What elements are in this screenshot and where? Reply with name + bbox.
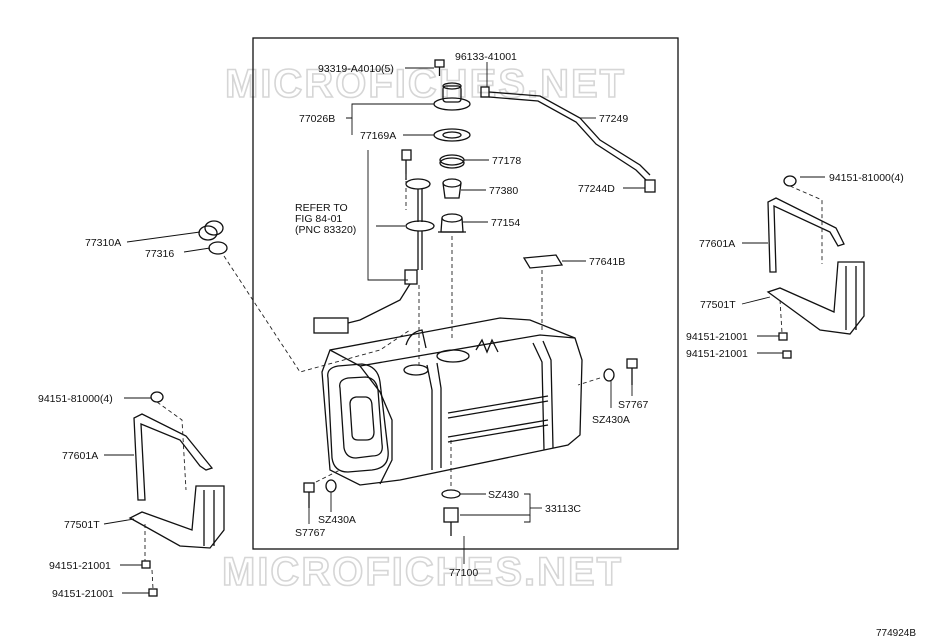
watermark-bottom: MICROFICHES.NET <box>222 550 623 594</box>
label-77601A-left: 77601A <box>62 450 98 462</box>
gasket-77169A-icon <box>433 128 471 142</box>
label-SZ430: SZ430 <box>488 489 519 501</box>
nut-94151-21001-l2-icon <box>148 588 158 597</box>
bushing-77310A-icon <box>198 220 224 241</box>
bolt-93319-icon <box>434 59 445 76</box>
fuel-tank-77100-icon <box>321 317 583 486</box>
label-77310A: 77310A <box>85 237 121 249</box>
label-77154: 77154 <box>491 217 520 229</box>
strap-77601A-right-icon <box>767 175 845 273</box>
label-94151-81000-right: 94151-81000(4) <box>829 172 904 184</box>
washer-SZ430A-right-icon <box>603 368 615 382</box>
label-77244D: 77244D <box>578 183 615 195</box>
ring-77178-icon <box>439 154 465 169</box>
label-93319-A4010: 93319-A4010(5) <box>318 63 394 75</box>
bolt-S7767-right-icon <box>626 358 638 385</box>
label-94151-81000-left: 94151-81000(4) <box>38 393 113 405</box>
hose-77249-icon <box>488 91 651 176</box>
clamp-77244D-icon <box>644 179 656 193</box>
label-96133-41001: 96133-41001 <box>455 51 517 63</box>
strap-77601A-left-icon <box>133 391 214 501</box>
label-77501T-right: 77501T <box>700 299 736 311</box>
refer-note-line-2: FIG 84-01 <box>295 213 342 225</box>
strap-77501T-left-icon <box>128 485 225 549</box>
label-77249: 77249 <box>599 113 628 125</box>
label-77641B: 77641B <box>589 256 625 268</box>
cup-77380-icon <box>442 178 462 199</box>
label-SZ430A-right: SZ430A <box>592 414 630 426</box>
label-77169A: 77169A <box>360 130 396 142</box>
label-94151-21001-left-1: 94151-21001 <box>49 560 111 572</box>
diagram-code: 774924B <box>876 628 916 639</box>
label-33113C: 33113C <box>545 503 581 515</box>
label-S7767-bottom: S7767 <box>295 527 326 539</box>
watermark-top: MICROFICHES.NET <box>225 62 626 106</box>
bushing-77316-icon <box>208 241 228 255</box>
label-S7767-right: S7767 <box>618 399 649 411</box>
drain-plug-33113C-icon <box>441 489 461 536</box>
label-77501T-left: 77501T <box>64 519 100 531</box>
label-94151-21001-left-2: 94151-21001 <box>52 588 114 600</box>
fuel-sender-unit-icon <box>313 149 435 334</box>
bolt-S7767-bottom-icon <box>303 482 315 508</box>
nut-94151-21001-r1-icon <box>778 332 788 341</box>
nut-94151-21001-r2-icon <box>782 350 792 359</box>
pad-77641B-icon <box>522 254 564 269</box>
label-77316: 77316 <box>145 248 174 260</box>
cap-77154-icon <box>438 213 466 233</box>
label-77178: 77178 <box>492 155 521 167</box>
label-94151-21001-right-1: 94151-21001 <box>686 331 748 343</box>
float-icon <box>313 317 349 334</box>
label-77380: 77380 <box>489 185 518 197</box>
refer-note-line-3: (PNC 83320) <box>295 224 356 236</box>
assembly-frame <box>252 37 679 550</box>
label-SZ430A-bottom: SZ430A <box>318 514 356 526</box>
refer-note-line-1: REFER TO <box>295 202 348 214</box>
nut-94151-21001-l1-icon <box>141 560 151 569</box>
label-77026B: 77026B <box>299 113 335 125</box>
label-94151-21001-right-2: 94151-21001 <box>686 348 748 360</box>
washer-SZ430A-bottom-icon <box>325 479 337 493</box>
label-77601A-right: 77601A <box>699 238 735 250</box>
label-77100: 77100 <box>449 567 478 579</box>
strap-77501T-right-icon <box>766 261 865 335</box>
